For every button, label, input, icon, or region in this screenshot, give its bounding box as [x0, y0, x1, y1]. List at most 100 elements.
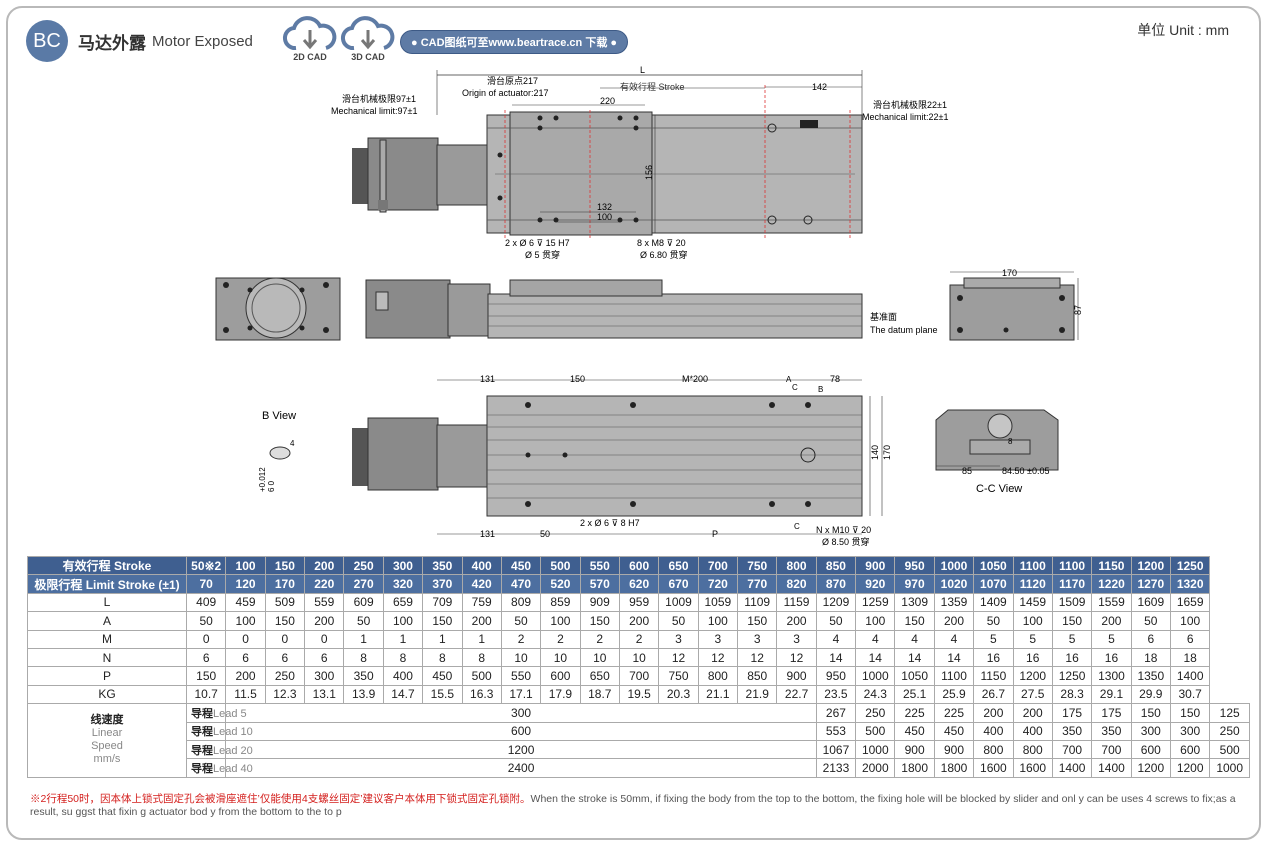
- mech-left-cn: 滑台机械极限97±1: [342, 93, 416, 104]
- table-cell: 25.9: [933, 684, 975, 705]
- table-cell: 25.1: [894, 684, 935, 705]
- row-label: A: [27, 611, 187, 631]
- dim-131-top: 131: [480, 374, 495, 384]
- table-cell: 3: [776, 629, 817, 649]
- table-cell: 659: [382, 592, 424, 613]
- limit-cell: 420: [461, 574, 502, 594]
- table-cell: 150: [894, 611, 935, 631]
- table-cell: 4: [933, 629, 975, 649]
- table-cell: 150: [579, 611, 620, 631]
- dim-87: 87: [1073, 305, 1083, 315]
- dim-132: 132: [597, 202, 612, 212]
- table-cell: 759: [461, 592, 502, 613]
- table-cell: 14: [933, 647, 975, 668]
- table-cell: 0: [264, 629, 306, 649]
- speed-cell: 250: [855, 703, 896, 723]
- dim-L: L: [640, 65, 645, 75]
- lead-cn: 导程: [191, 726, 213, 739]
- speed-cell: 175: [1051, 703, 1093, 723]
- stroke-cell: 800: [776, 555, 817, 576]
- table-cell: 18: [1130, 647, 1171, 668]
- table-cell: 10: [579, 647, 620, 668]
- speed-cell: 700: [1091, 739, 1132, 760]
- table-cell: 150: [422, 611, 463, 631]
- limit-cell: 1070: [973, 574, 1014, 594]
- cad-3d-download[interactable]: 3D CAD: [340, 16, 396, 62]
- datum-cn: 基准面: [870, 311, 897, 322]
- cc-8450: 84.50 ±0.05: [1002, 466, 1049, 476]
- stroke-cell: 1100: [1051, 555, 1093, 576]
- table-cell: 200: [618, 611, 660, 631]
- stroke-cell: 150: [264, 555, 306, 576]
- table-cell: 200: [461, 611, 502, 631]
- stroke-cell: 900: [855, 555, 896, 576]
- stroke-label: 有效行程 Stroke: [620, 81, 685, 92]
- stroke-cell: 1250: [1169, 555, 1211, 576]
- cad-2d-label: 2D CAD: [293, 52, 327, 62]
- dim-100: 100: [597, 212, 612, 222]
- table-cell: 14.7: [382, 684, 424, 705]
- table-cell: 14: [855, 647, 896, 668]
- lead-en: Lead 5: [213, 707, 247, 720]
- speed-cell: 300: [1130, 721, 1171, 741]
- table-cell: 1059: [697, 592, 739, 613]
- table-cell: 0: [225, 629, 266, 649]
- table-cell: 12: [776, 647, 817, 668]
- limit-cell: 770: [737, 574, 778, 594]
- table-cell: 1609: [1130, 592, 1171, 613]
- table-cell: 12: [737, 647, 778, 668]
- table-cell: 10: [500, 647, 542, 668]
- speed-cell: 1400: [1091, 758, 1132, 778]
- table-cell: 21.9: [737, 684, 778, 705]
- b-view-6: 6 0: [267, 480, 276, 492]
- table-cell: 650: [579, 666, 620, 686]
- table-cell: 150: [185, 666, 227, 686]
- stroke-cell: 1050: [973, 555, 1014, 576]
- merged-speed-cell: 1200: [225, 739, 817, 760]
- hole-spec-4a: N x M10 ⊽ 20: [816, 525, 871, 535]
- table-cell: 1309: [894, 592, 935, 613]
- dim-170-bottom: 170: [882, 445, 892, 460]
- table-cell: 1159: [776, 592, 817, 613]
- limit-cell: 820: [776, 574, 817, 594]
- table-cell: 700: [618, 666, 660, 686]
- table-cell: 21.1: [697, 684, 739, 705]
- table-cell: 5: [1091, 629, 1132, 649]
- stroke-cell: 1000: [933, 555, 975, 576]
- table-cell: 50: [343, 611, 384, 631]
- table-cell: 14: [894, 647, 935, 668]
- top-view: L 滑台原点217 Origin of actuator:217 有效行程 St…: [331, 65, 948, 260]
- limit-cell: 1120: [1012, 574, 1053, 594]
- dim-50: 50: [540, 529, 550, 539]
- table-cell: 10: [540, 647, 581, 668]
- table-cell: 8: [461, 647, 502, 668]
- table-cell: 50: [500, 611, 542, 631]
- table-cell: 16: [973, 647, 1014, 668]
- table-cell: 15.5: [422, 684, 463, 705]
- download-link[interactable]: ● CAD图纸可至www.beartrace.cn 下载 ●: [400, 30, 629, 54]
- merged-speed-cell: 300: [225, 703, 817, 723]
- limit-cell: 1320: [1169, 574, 1211, 594]
- cad-2d-download[interactable]: 2D CAD: [282, 16, 338, 62]
- table-cell: 28.3: [1051, 684, 1093, 705]
- table-cell: 12.3: [264, 684, 306, 705]
- technical-drawing: L 滑台原点217 Origin of actuator:217 有效行程 St…: [215, 65, 1083, 547]
- table-cell: 50: [185, 611, 227, 631]
- speed-cell: 267: [815, 703, 857, 723]
- table-cell: 100: [540, 611, 581, 631]
- lead-cn: 导程: [191, 707, 213, 720]
- table-cell: 1: [382, 629, 424, 649]
- speed-cell: 300: [1169, 721, 1211, 741]
- b-view-title: B View: [262, 410, 296, 422]
- footnote: ※2行程50时，因本体上锁式固定孔会被滑座遮住’仅能使用4支螺丝固定’建议客户本…: [30, 793, 1240, 819]
- speed-cell: 150: [1169, 703, 1211, 723]
- table-cell: 1250: [1051, 666, 1093, 686]
